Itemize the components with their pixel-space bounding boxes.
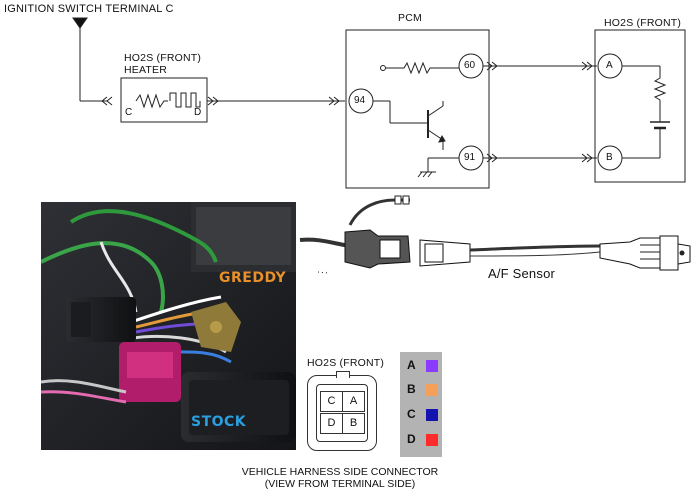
sensor-internal-resistor [653,66,667,122]
pcm-91-out-chevron [486,153,493,163]
heater-pin-c: C [125,107,133,118]
pcm-box [345,29,490,189]
pcm-91-out-chevron [491,153,498,163]
connector-cavity-grid: C A D B [316,384,368,442]
legend-swatch-b [426,384,438,396]
heater-right-chevron [207,96,214,106]
heater-pin-d: D [194,107,202,118]
heater-title: HO2S (FRONT) [124,52,202,64]
pcm-pin-91: 91 [464,152,476,163]
heater-subtitle: HEATER [124,64,168,76]
connector-caption: VEHICLE HARNESS SIDE CONNECTOR (VIEW FRO… [205,466,475,490]
pcm-60-out-chevron [491,61,498,71]
sensor-a-in-chevron [581,61,588,71]
heater-right-chevron [212,96,219,106]
ignition-switch-label: IGNITION SWITCH TERMINAL C [4,3,174,15]
sensor-pin-a: A [606,60,613,71]
sensor-box [594,29,686,183]
legend-row-b: B [404,380,442,400]
connector-cell-b: B [342,413,365,434]
legend-swatch-d [426,434,438,446]
legend-row-c: C [404,405,442,425]
connector-cell-c: C [320,391,343,412]
connector-latch [336,371,350,378]
sensor-pin-b: B [606,152,613,163]
pcm-title: PCM [398,12,422,24]
pcm-60-out-chevron [486,61,493,71]
stock-label: STOCK [191,414,247,430]
legend-letter-b: B [407,382,416,396]
harness-photo: GREDDY STOCK [41,202,296,450]
connector-cell-a: A [342,391,365,412]
sensor-b-in-chevron [586,153,593,163]
heater-left-chevron [106,96,113,106]
legend-swatch-c [426,409,438,421]
legend-letter-d: D [407,432,416,446]
harness-photo-illustration [41,202,296,450]
heater-zigzag [135,93,168,109]
greddy-label: GREDDY [219,270,287,286]
caption-line-1: VEHICLE HARNESS SIDE CONNECTOR [241,466,439,478]
pcm-94-chevron [333,96,340,106]
connector-cell-d: D [320,413,343,434]
pcm-94-chevron [328,96,335,106]
sensor-a-in-chevron [586,61,593,71]
harness-connector-face: C A D B [307,371,377,451]
caption-line-2: (VIEW FROM TERMINAL SIDE) [264,478,416,490]
wiring-schematic [72,17,686,189]
ignition-terminal-arrow [72,17,88,29]
sensor-b-in-chevron [581,153,588,163]
legend-letter-a: A [407,358,416,372]
pcm-pin-94: 94 [354,95,366,106]
legend-swatch-a [426,360,438,372]
sensor-title: HO2S (FRONT) [604,17,682,29]
heater-square-wave [169,92,201,108]
wire-color-legend: A B C D [400,352,442,457]
pcm-pin-60: 60 [464,60,476,71]
pcm-internal-resistor [386,61,459,75]
heater-left-chevron [101,96,108,106]
legend-row-a: A [404,356,442,376]
heater-box [120,77,208,123]
connector-title: HO2S (FRONT) [307,357,385,369]
legend-letter-c: C [407,407,416,421]
legend-row-d: D [404,430,442,450]
af-sensor-label: A/F Sensor [488,266,556,281]
